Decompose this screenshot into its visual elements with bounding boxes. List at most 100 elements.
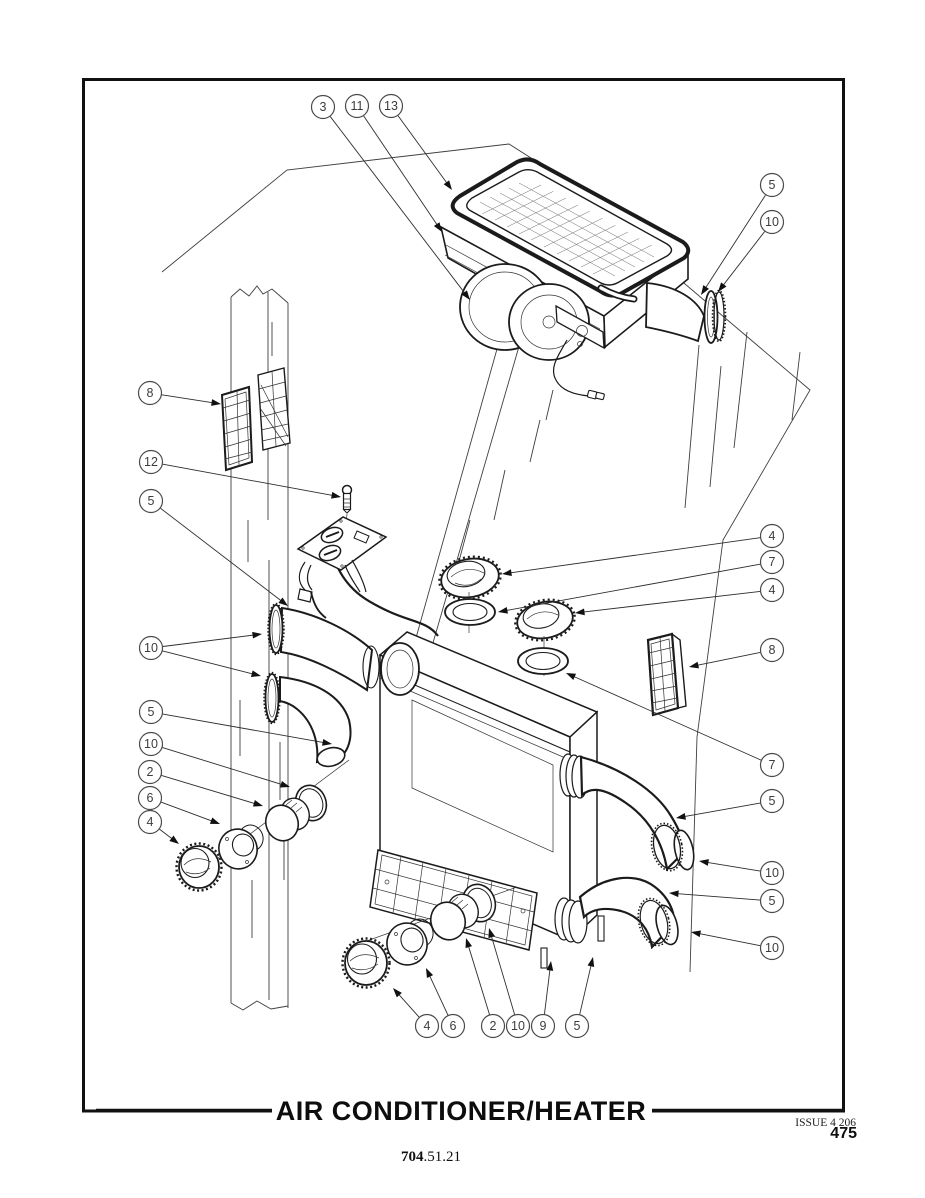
callout-9: 9 — [530, 961, 556, 1039]
callout-number: 5 — [148, 494, 155, 508]
callout-4: 4 — [502, 523, 785, 577]
callout-balloon — [137, 759, 163, 785]
callout-10: 10 — [488, 928, 531, 1039]
callout-number: 5 — [148, 705, 155, 719]
callout-balloon — [378, 93, 404, 119]
callout-number: 3 — [320, 100, 327, 114]
callout-balloon — [137, 809, 163, 835]
vent-outlet-set-b — [341, 883, 518, 989]
callout-balloon — [759, 549, 785, 575]
callout-number: 10 — [765, 215, 779, 229]
vent-louver — [220, 385, 254, 472]
callout-number: 8 — [769, 643, 776, 657]
callout-4: 4 — [393, 988, 440, 1039]
box-leg — [597, 915, 605, 942]
callout-2: 2 — [465, 938, 506, 1039]
callout-balloon — [138, 488, 164, 514]
blower-housing — [459, 263, 590, 361]
callout-number: 10 — [765, 941, 779, 955]
round-vent — [514, 598, 576, 642]
callout-balloon — [759, 637, 785, 663]
callout-balloon — [440, 1013, 466, 1039]
front-recess — [411, 699, 554, 853]
switch — [353, 530, 370, 544]
hose-opening — [673, 829, 695, 871]
screw — [341, 484, 353, 546]
callout-number: 9 — [540, 1019, 547, 1033]
callout-number: 13 — [384, 99, 398, 113]
callout-number: 4 — [769, 529, 776, 543]
callout-number: 4 — [424, 1019, 431, 1033]
callout-number: 7 — [769, 758, 776, 772]
callout-5: 5 — [676, 788, 785, 820]
callout-balloon — [759, 172, 785, 198]
wire-harness — [552, 339, 605, 401]
callout-5: 5 — [669, 888, 785, 914]
callout-5: 5 — [564, 957, 595, 1039]
callout-10: 10 — [691, 930, 785, 961]
vent-outlet-set-a — [175, 759, 350, 892]
grille-frame — [450, 157, 691, 303]
duct-opening — [316, 746, 346, 768]
callout-10: 10 — [138, 731, 290, 788]
callout-number: 5 — [769, 794, 776, 808]
vent-louver — [341, 937, 391, 989]
callout-number: 4 — [147, 815, 154, 829]
vent-adapter — [264, 797, 310, 842]
callout-number: 10 — [144, 641, 158, 655]
hose-clamp — [713, 291, 725, 341]
face-vents-upper — [438, 555, 576, 676]
hose-lower-right — [554, 876, 679, 950]
callout-10: 10 — [718, 209, 785, 292]
callout-5: 5 — [138, 488, 288, 606]
callout-8: 8 — [137, 380, 221, 406]
callout-number: 12 — [144, 455, 158, 469]
vent-louver — [175, 842, 223, 892]
callout-balloon — [759, 860, 785, 886]
callout-number: 4 — [769, 583, 776, 597]
doc-number-prefix: 704 — [401, 1149, 424, 1165]
control-panel — [296, 516, 439, 637]
callout-balloon — [564, 1013, 590, 1039]
vent-ring — [517, 647, 569, 675]
hose-clamp — [652, 824, 682, 870]
callout-balloon — [759, 788, 785, 814]
callout-balloon — [759, 577, 785, 603]
callout-balloon — [344, 93, 370, 119]
callout-balloon — [505, 1013, 531, 1039]
page-title: AIR CONDITIONER/HEATER — [276, 1096, 647, 1126]
callout-balloon — [138, 449, 164, 475]
callout-13: 13 — [378, 93, 452, 190]
callout-5: 5 — [138, 699, 332, 746]
callout-balloon — [759, 888, 785, 914]
callout-balloon — [310, 94, 336, 120]
vent-frame — [257, 367, 291, 451]
vent-adapter — [429, 893, 479, 941]
callout-7: 7 — [498, 549, 785, 614]
duct-lower-left — [263, 671, 352, 768]
pillar-vent-left — [220, 367, 291, 472]
panel-plate — [296, 516, 388, 571]
callout-number: 7 — [769, 555, 776, 569]
duct-elbow-top — [645, 282, 727, 344]
box-leg — [540, 947, 548, 969]
callout-3: 3 — [310, 94, 470, 300]
callout-number: 2 — [147, 765, 154, 779]
callout-number: 8 — [147, 386, 154, 400]
motor-end-cap — [555, 304, 605, 350]
callout-balloon — [759, 935, 785, 961]
callout-2: 2 — [137, 759, 263, 807]
callout-6: 6 — [137, 785, 220, 824]
vent-ring — [444, 598, 496, 626]
callout-8: 8 — [689, 637, 785, 669]
callout-balloon — [138, 731, 164, 757]
callout-balloon — [480, 1013, 506, 1039]
callout-balloon — [137, 380, 163, 406]
pillar-vent-right — [646, 632, 687, 717]
callout-balloon — [414, 1013, 440, 1039]
callout-5: 5 — [701, 172, 785, 295]
callout-number: 6 — [147, 791, 154, 805]
vent-bezel — [386, 918, 434, 966]
callout-7: 7 — [566, 673, 785, 778]
callout-number: 2 — [490, 1019, 497, 1033]
